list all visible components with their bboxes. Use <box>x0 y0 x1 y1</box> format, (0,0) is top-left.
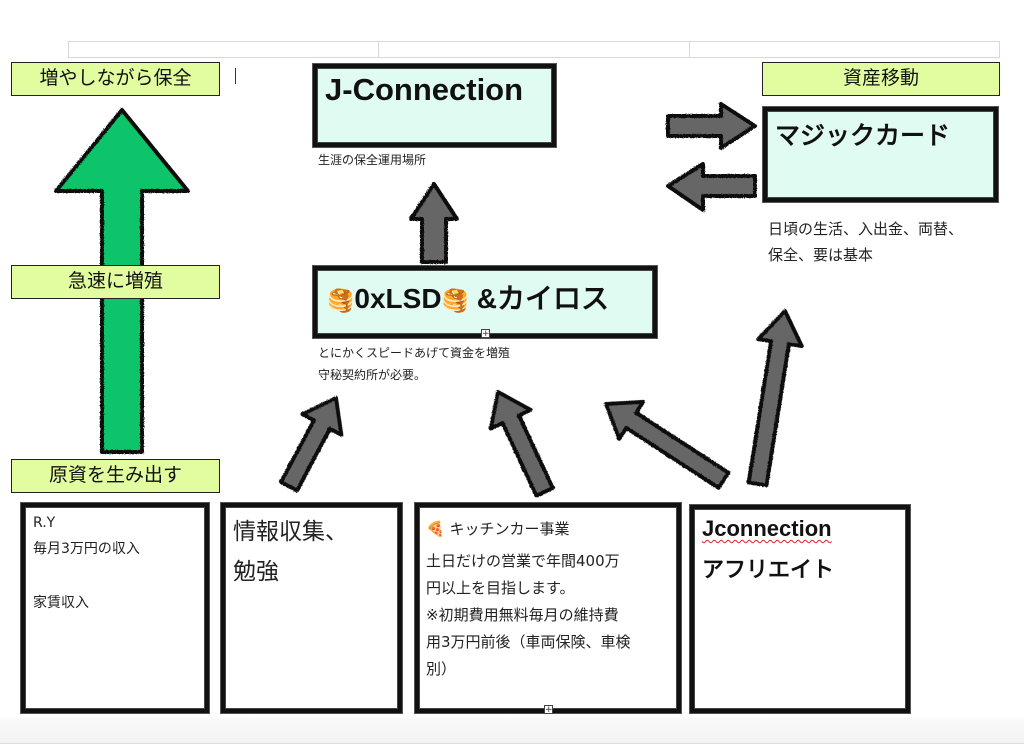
label-asset-transfer[interactable]: 資産移動 <box>762 62 1000 96</box>
label-create-capital[interactable]: 原資を生み出す <box>11 459 220 493</box>
kitchen-car-line-5: 別） <box>426 660 457 678</box>
arrow-from-affiliate-to-magic-card <box>746 309 804 488</box>
header-table-row <box>68 41 1000 58</box>
kitchen-car-line-3: ※初期費用無料毎月の維持費 <box>426 606 619 624</box>
arrow-to-jconnection <box>409 182 459 264</box>
magic-card-title: マジックカード <box>775 122 951 150</box>
affiliate-line-2: アフリエイト <box>702 557 835 582</box>
affiliate-box[interactable] <box>690 505 910 713</box>
arrow-from-info-box <box>279 396 344 493</box>
pancakes-icon: 🥞 <box>327 289 355 314</box>
resize-handle[interactable]: + <box>481 329 490 339</box>
ry-box[interactable] <box>21 503 209 713</box>
text-cursor <box>235 68 236 84</box>
oxlsd-title-row: 🥞0xLSD🥞 &カイロス <box>327 277 609 317</box>
kitchen-car-line-1: 土日だけの営業で年間400万 <box>426 552 620 570</box>
jconnection-box[interactable] <box>313 64 556 147</box>
affiliate-line-1: Jconnection <box>702 516 832 541</box>
oxlsd-title: 0xLSD <box>354 283 442 314</box>
info-line-1: 情報収集、 <box>233 519 348 545</box>
jconnection-title: J-Connection <box>325 72 524 107</box>
oxlsd-caption-line-2: 守秘契約所が必要。 <box>318 368 427 382</box>
magic-card-caption-line-2: 保全、要は基本 <box>768 246 874 264</box>
info-box[interactable] <box>221 503 402 713</box>
ry-line-1: R.Y <box>33 515 56 531</box>
kitchen-car-line-4: 用3万円前後（車両保険、車検 <box>426 633 631 651</box>
kitchen-car-box[interactable] <box>415 503 681 713</box>
oxlsd-title-suffix: &カイロス <box>476 283 609 314</box>
page-footer <box>0 718 1024 744</box>
pizza-icon: 🍕 <box>426 520 445 538</box>
resize-handle[interactable]: + <box>544 705 553 715</box>
ry-line-4: 家賃収入 <box>33 595 89 611</box>
label-rapid-growth[interactable]: 急速に増殖 <box>11 265 220 299</box>
arrow-from-magic-card <box>666 162 757 212</box>
ry-line-2: 毎月3万円の収入 <box>33 541 140 557</box>
arrow-from-kitchen-car <box>488 390 555 498</box>
label-grow-while-preserve[interactable]: 増やしながら保全 <box>11 62 220 96</box>
info-line-2: 勉強 <box>233 559 279 585</box>
header-table-cell[interactable] <box>379 42 690 57</box>
arrow-from-affiliate-to-oxlsd <box>604 399 731 490</box>
oxlsd-caption-line-1: とにかくスピードあげて資金を増殖 <box>318 346 511 360</box>
jconnection-caption: 生涯の保全運用場所 <box>318 153 427 167</box>
kitchen-car-title-row: 🍕 キッチンカー事業 <box>426 515 569 543</box>
kitchen-car-line-2: 円以上を目指します。 <box>426 579 575 597</box>
magic-card-box[interactable] <box>763 107 998 202</box>
kitchen-car-title: キッチンカー事業 <box>449 520 570 538</box>
arrow-to-magic-card <box>666 102 757 150</box>
magic-card-caption-line-1: 日頃の生活、入出金、両替、 <box>768 220 964 238</box>
pancakes-icon: 🥞 <box>441 289 469 314</box>
header-table-cell[interactable] <box>69 42 380 57</box>
